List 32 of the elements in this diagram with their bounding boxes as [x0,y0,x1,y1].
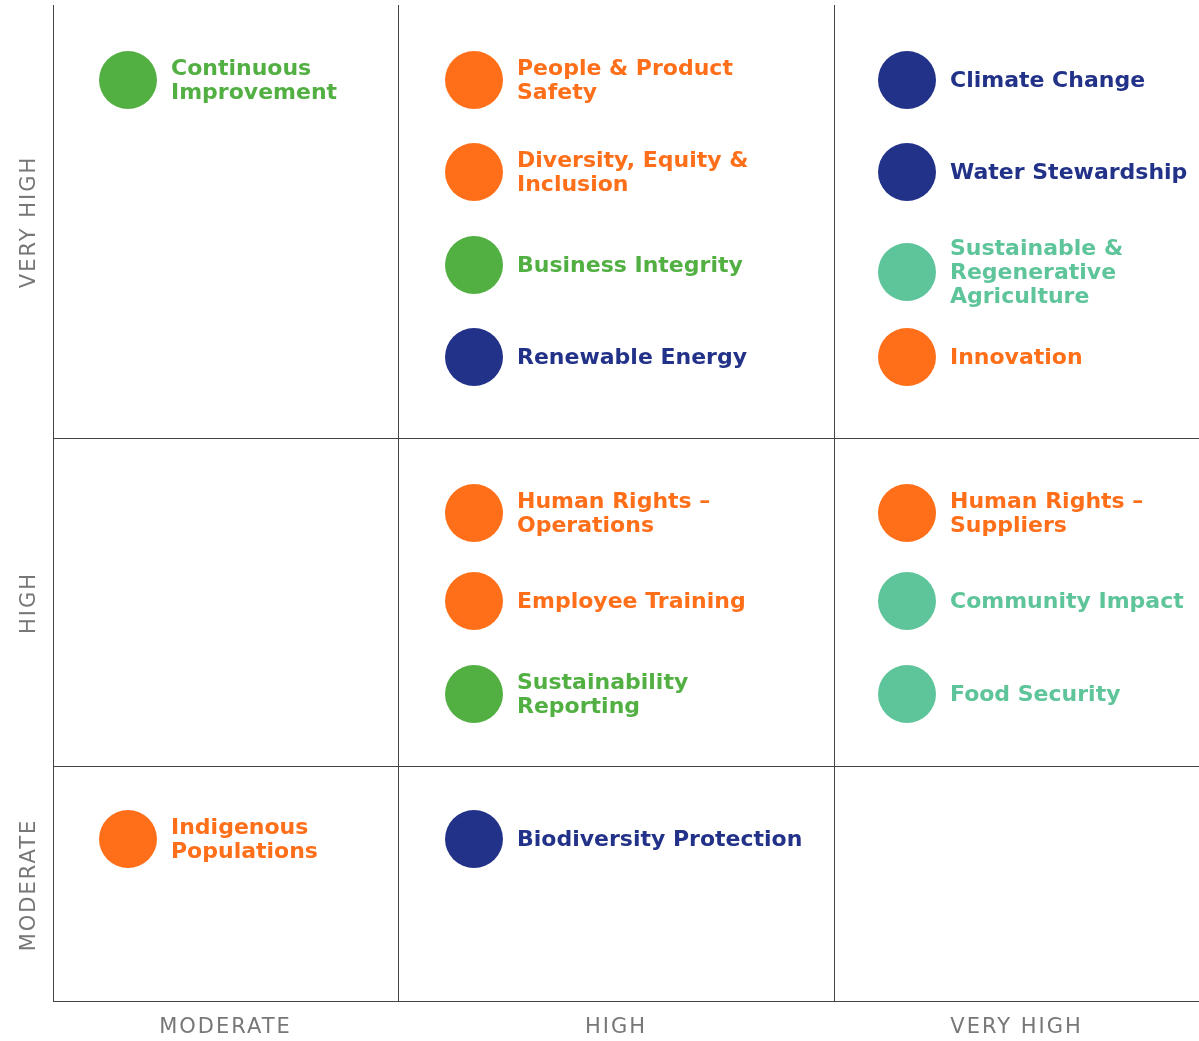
axis-label: VERY HIGH [950,1014,1083,1038]
axis-label: VERY HIGH [16,155,40,289]
matrix-cell [53,5,398,439]
axis-label: MODERATE [16,818,40,951]
topic-label: Business Integrity [517,253,743,277]
topic-label: Continuous Improvement [171,56,339,104]
matrix-cell [398,439,834,767]
matrix-cell [834,767,1199,1002]
topic-label: Climate Change [950,68,1146,92]
topic-label: Indigenous Populations [171,815,319,863]
topic-label: Human Rights – Suppliers [950,489,1145,537]
matrix-cell [398,767,834,1002]
topic-label: People & Product Safety [517,56,734,104]
topic-label: Renewable Energy [517,345,748,369]
matrix-cell [398,5,834,439]
matrix-cell [53,439,398,767]
topic-label: Sustainable & Regenerative Agriculture [950,236,1125,308]
topic-label: Biodiversity Protection [517,827,803,851]
axis-label: HIGH [16,571,40,635]
topic-label: Water Stewardship [950,160,1188,184]
matrix-cell [834,5,1199,439]
axis-label: MODERATE [159,1014,292,1038]
matrix-cell [53,767,398,1002]
axis-label: HIGH [584,1014,648,1038]
matrix-cell [834,439,1199,767]
topic-label: Community Impact [950,589,1184,613]
topic-label: Employee Training [517,589,746,613]
topic-label: Sustainability Reporting [517,670,690,718]
topic-label: Innovation [950,345,1083,369]
topic-label: Food Security [950,682,1121,706]
topic-label: Human Rights – Operations [517,489,712,537]
topic-label: Diversity, Equity & Inclusion [517,148,750,196]
